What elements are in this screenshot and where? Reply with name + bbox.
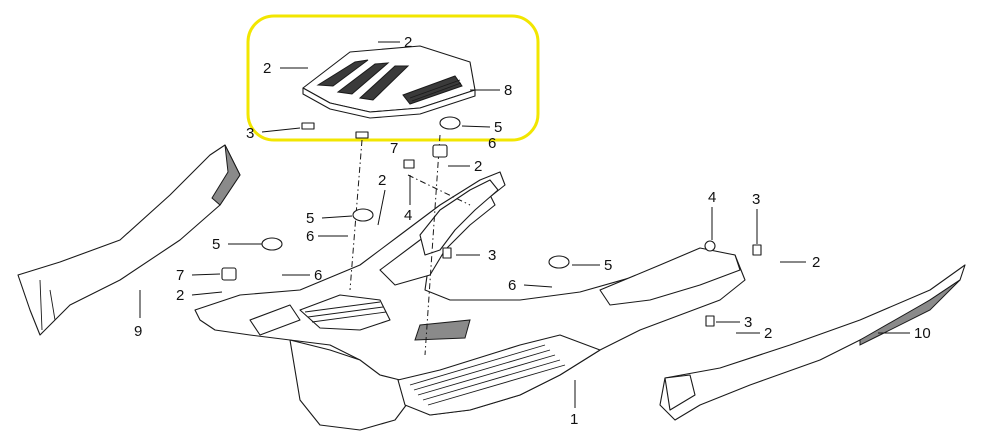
callout-label: 2: [176, 287, 184, 304]
callout-label: 3: [488, 247, 496, 264]
callout-label: 9: [134, 323, 142, 340]
callout-label: 5: [306, 210, 314, 227]
callout-label: 2: [378, 172, 386, 189]
callout-label: 4: [404, 207, 412, 224]
callout-label: 1: [570, 411, 578, 428]
assembly-line: [424, 134, 441, 356]
callout-label: 2: [474, 158, 482, 175]
callout-label: 2: [764, 325, 772, 342]
callout-label: 2: [812, 254, 820, 271]
leader-lines: [139, 41, 910, 408]
callout-label: 10: [914, 325, 931, 342]
callout-label: 6: [314, 267, 322, 284]
callout-label: 6: [508, 277, 516, 294]
callout-label: 6: [488, 135, 496, 152]
callout-label: 5: [494, 119, 502, 136]
callout-label: 8: [504, 82, 512, 99]
assembly-line: [407, 174, 471, 206]
callout-label: 6: [306, 228, 314, 245]
callout-labels: 2 2 8 3 5 6 7 2 2 4 5 6 5 7 6 2 9 3 4 3 …: [134, 34, 931, 428]
callout-label: 7: [390, 140, 398, 157]
callout-label: 2: [404, 34, 412, 51]
callout-label: 5: [212, 236, 220, 253]
callout-label: 3: [752, 191, 760, 208]
callout-label: 3: [246, 125, 254, 142]
callout-label: 5: [604, 257, 612, 274]
callout-label: 3: [744, 314, 752, 331]
right-side-rail-part[interactable]: [659, 264, 966, 421]
floor-panel-part[interactable]: [194, 171, 746, 431]
callout-label: 2: [263, 60, 271, 77]
callout-label: 4: [708, 189, 716, 206]
floor-mat-part[interactable]: [302, 45, 476, 119]
assembly-line: [349, 139, 363, 291]
left-side-rail-part[interactable]: [17, 144, 241, 336]
hardware-parts: [221, 116, 762, 327]
callout-label: 7: [176, 267, 184, 284]
highlight-box: [246, 14, 540, 142]
